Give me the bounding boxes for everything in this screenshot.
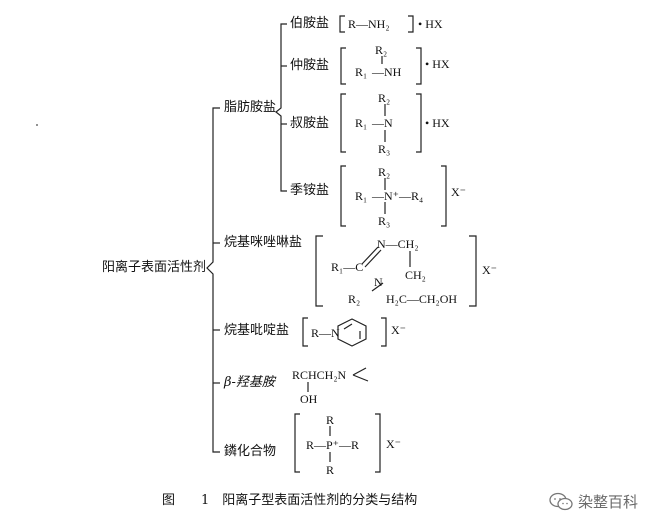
group-pyridinium-salt: 烷基吡啶盐 <box>224 323 290 338</box>
secondary-r1: R₁ <box>355 65 368 79</box>
secondary-r2: R₂ <box>375 43 388 57</box>
secondary-nh: —NH <box>372 65 402 79</box>
fatty-brace <box>275 23 287 192</box>
secondary-hx: • HX <box>425 57 450 71</box>
tertiary-r2: R₂ <box>378 91 391 105</box>
quaternary-xminus: X⁻ <box>451 185 466 199</box>
tertiary-r3: R₃ <box>378 142 391 156</box>
primary-formula: R—NH₂ <box>348 17 390 31</box>
hydroxyamine-chain: RCHCH₂N <box>292 368 347 382</box>
quaternary-r2: R₂ <box>378 165 391 179</box>
tertiary-hx: • HX <box>425 116 450 130</box>
quaternary-n-r4: —N⁺—R₄ <box>372 189 424 203</box>
hydroxyamine-oh: OH <box>300 392 318 406</box>
primary-hx: • HX <box>418 17 443 31</box>
group-phosphonium: 鏻化合物 <box>224 444 277 459</box>
root-label: 阳离子表面活性剂 <box>102 260 207 275</box>
tertiary-r1: R₁ <box>355 116 368 130</box>
group-fatty-amine-salt: 脂肪胺盐 <box>224 100 277 115</box>
phosphonium-r-top: R <box>326 413 335 427</box>
imidazoline-n-ch2: N—CH₂ <box>377 237 419 251</box>
imidazoline-r2: R₂ <box>348 292 361 306</box>
phosphonium-xminus: X⁻ <box>386 437 401 451</box>
quaternary-r3: R₃ <box>378 214 391 228</box>
imidazoline-r1-c: R₁—C <box>331 260 364 274</box>
figure-caption: 图 1 阳离子型表面活性剂的分类与结构 <box>162 493 418 508</box>
wechat-icon <box>549 492 573 510</box>
pyridinium-r-n: R—N <box>311 326 340 340</box>
group-hydroxyamine: β-羟基胺 <box>224 375 275 390</box>
sub-quaternary-ammonium-salt: 季铵盐 <box>290 183 330 198</box>
watermark: 染整百科 <box>548 491 638 512</box>
main-brace <box>206 107 220 453</box>
imidazoline-ch2: CH₂ <box>405 268 426 282</box>
watermark-text: 染整百科 <box>577 493 638 511</box>
phosphonium-p-center: R—P⁺—R <box>306 438 360 452</box>
imidazoline-n-plus: N <box>374 275 383 289</box>
imidazoline-xminus: X⁻ <box>482 263 497 277</box>
sub-primary-amine-salt: 伯胺盐 <box>290 16 330 31</box>
sub-secondary-amine-salt: 仲胺盐 <box>290 58 330 73</box>
sub-tertiary-amine-salt: 叔胺盐 <box>290 116 330 131</box>
quaternary-r1: R₁ <box>355 189 368 203</box>
imidazoline-h2c-ch2oh: H₂C—CH₂OH <box>386 292 458 306</box>
phosphonium-r-bottom: R <box>326 463 335 477</box>
pyridinium-xminus: X⁻ <box>391 323 406 337</box>
group-imidazoline-salt: 烷基咪唑啉盐 <box>224 235 303 250</box>
tertiary-n: —N <box>372 116 393 130</box>
